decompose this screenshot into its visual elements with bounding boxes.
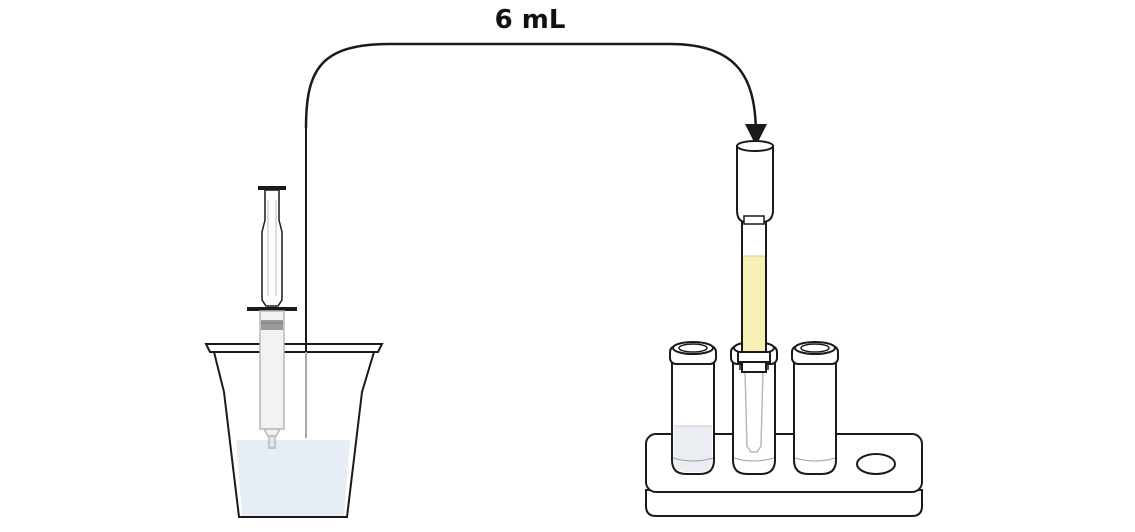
tube-rack-empty-hole [856,453,896,475]
beaker-water [236,440,350,516]
transfer-arrow [304,42,758,137]
syringe-plunger-rod [261,189,283,307]
spe-reservoir [736,145,774,223]
tube-rack [645,433,923,517]
spe-column-collar [737,351,771,363]
syringe-stopper [261,320,283,330]
beaker [204,343,384,518]
spe-reservoir-opening [736,140,774,152]
collection-tube-3 [791,341,839,475]
arrowhead-icon [745,124,767,146]
beaker-rim [204,343,384,353]
collection-tube-1 [669,341,717,475]
tube-1-liquid [674,426,712,472]
transfer-volume-label: 6 mL [494,5,566,35]
tube-rack-base [645,489,923,517]
syringe-tip [262,428,282,437]
syringe [247,186,297,449]
syringe-needle-hub [268,435,276,449]
spe-column-tip [744,369,764,453]
spe-column-sample [743,256,765,352]
syringe-flange [247,307,297,311]
syringe-plunger-cap [258,186,286,190]
spe-column [736,140,774,453]
